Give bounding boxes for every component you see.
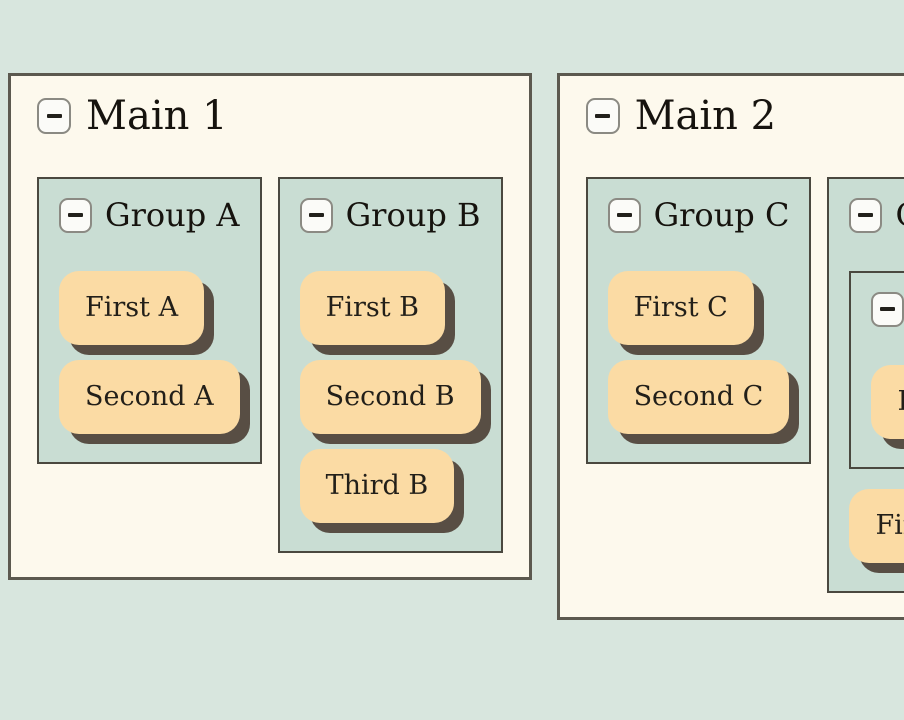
main-1-groups-row: Group A First A Second A Group B First B… — [37, 177, 503, 553]
collapse-toggle-button[interactable] — [37, 98, 71, 134]
group-e-panel: Group E First E — [849, 271, 904, 469]
group-e-items: First E — [871, 365, 904, 439]
group-d-header: Group D — [849, 193, 904, 237]
collapse-toggle-button[interactable] — [585, 98, 620, 134]
item-card[interactable]: Second B — [299, 360, 481, 434]
group-b-panel: Group B First B Second B Third B — [277, 177, 503, 553]
main-1-panel: Main 1 Group A First A Second A — [8, 73, 532, 580]
main-title: Main 1 — [86, 93, 228, 139]
collapse-toggle-button[interactable] — [607, 197, 641, 233]
item-card[interactable]: First A — [59, 271, 205, 345]
main-1-header: Main 1 — [37, 93, 503, 139]
group-b-header: Group B — [299, 193, 481, 237]
minus-icon — [68, 213, 83, 217]
workspace-canvas: Main 1 Group A First A Second A — [8, 73, 904, 620]
item-card[interactable]: Second C — [607, 360, 790, 434]
collapse-toggle-button[interactable] — [59, 197, 92, 233]
main-title: Main 2 — [634, 93, 777, 139]
group-c-panel: Group C First C Second C — [585, 177, 812, 464]
group-title: Group B — [345, 196, 481, 234]
main-2-groups-row: Group C First C Second C Group D — [585, 177, 904, 593]
group-title: Group A — [105, 196, 240, 234]
main-2-header: Main 2 — [585, 93, 904, 139]
group-title: Group D — [895, 193, 904, 237]
minus-icon — [595, 114, 611, 118]
main-2-panel: Main 2 Group C First C Second C — [556, 73, 904, 620]
group-title: Group C — [653, 196, 790, 234]
minus-icon — [308, 213, 324, 217]
collapse-toggle-button[interactable] — [871, 291, 904, 327]
minus-icon — [880, 307, 896, 311]
collapse-toggle-button[interactable] — [849, 197, 883, 233]
item-card[interactable]: First E — [871, 365, 904, 439]
group-e-header: Group E — [871, 287, 904, 331]
collapse-toggle-button[interactable] — [299, 197, 333, 233]
group-d-panel: Group D Group E First E — [827, 177, 904, 593]
group-a-items: First A Second A — [59, 271, 240, 434]
group-a-panel: Group A First A Second A — [37, 177, 262, 464]
item-card[interactable]: Third B — [299, 449, 455, 523]
item-card[interactable]: First D — [849, 489, 904, 563]
minus-icon — [858, 213, 874, 217]
group-b-items: First B Second B Third B — [299, 271, 481, 523]
item-card[interactable]: Second A — [59, 360, 240, 434]
item-card[interactable]: First B — [299, 271, 446, 345]
group-c-items: First C Second C — [607, 271, 790, 434]
minus-icon — [46, 114, 62, 118]
item-card[interactable]: First C — [607, 271, 754, 345]
group-a-header: Group A — [59, 193, 240, 237]
group-c-header: Group C — [607, 193, 790, 237]
group-d-content: Group E First E First D — [849, 271, 904, 563]
minus-icon — [616, 213, 632, 217]
